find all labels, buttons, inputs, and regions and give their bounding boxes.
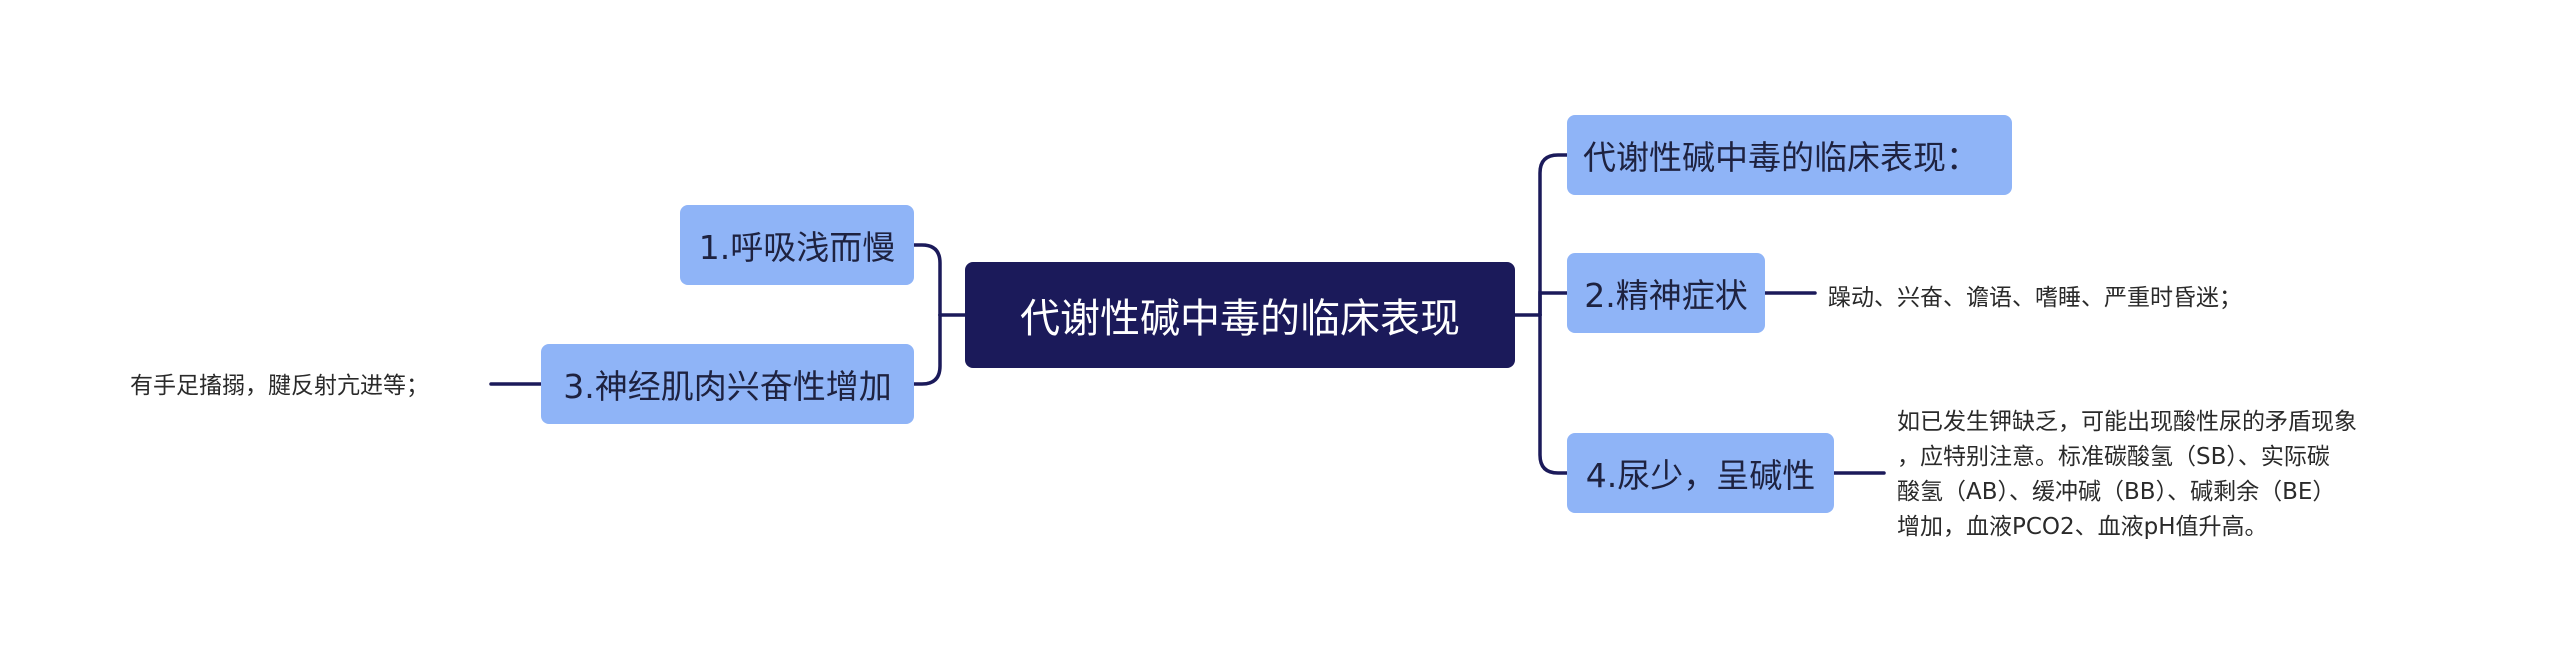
connector-to-neuromuscular <box>912 313 942 386</box>
leaf-neuromuscular-detail[interactable]: 有手足搐搦，腱反射亢进等； <box>130 373 429 399</box>
leaf-urine-detail[interactable]: 如已发生钾缺乏，可能出现酸性尿的矛盾现象 ，应特别注意。标准碳酸氢（SB）、实际… <box>1897 405 2457 545</box>
branch-heading[interactable]: 代谢性碱中毒的临床表现： <box>1567 115 2012 195</box>
leaf-urine-line: ，应特别注意。标准碳酸氢（SB）、实际碳 <box>1897 444 2330 470</box>
leaf-urine-line: 酸氢（AB）、缓冲碱（BB）、碱剩余（BE） <box>1897 479 2336 505</box>
connector-to-urine <box>1538 313 1569 475</box>
connector-to-mental <box>1538 291 1569 317</box>
leaf-urine-line: 增加，血液PCO2、血液pH值升高。 <box>1897 514 2268 540</box>
branch-mental-symptoms[interactable]: 2.精神症状 <box>1567 253 1765 333</box>
branch-breathing[interactable]: 1.呼吸浅而慢 <box>680 205 914 285</box>
connector-to-breathing <box>912 243 942 317</box>
leaf-urine-line: 如已发生钾缺乏，可能出现酸性尿的矛盾现象 <box>1897 409 2357 435</box>
connector-to-heading <box>1538 153 1569 317</box>
leaf-mental-detail[interactable]: 躁动、兴奋、谵语、嗜睡、严重时昏迷； <box>1828 285 2242 311</box>
branch-neuromuscular[interactable]: 3.神经肌肉兴奋性增加 <box>541 344 914 424</box>
branch-urine[interactable]: 4.尿少，呈碱性 <box>1567 433 1834 513</box>
central-topic[interactable]: 代谢性碱中毒的临床表现 <box>965 262 1515 368</box>
